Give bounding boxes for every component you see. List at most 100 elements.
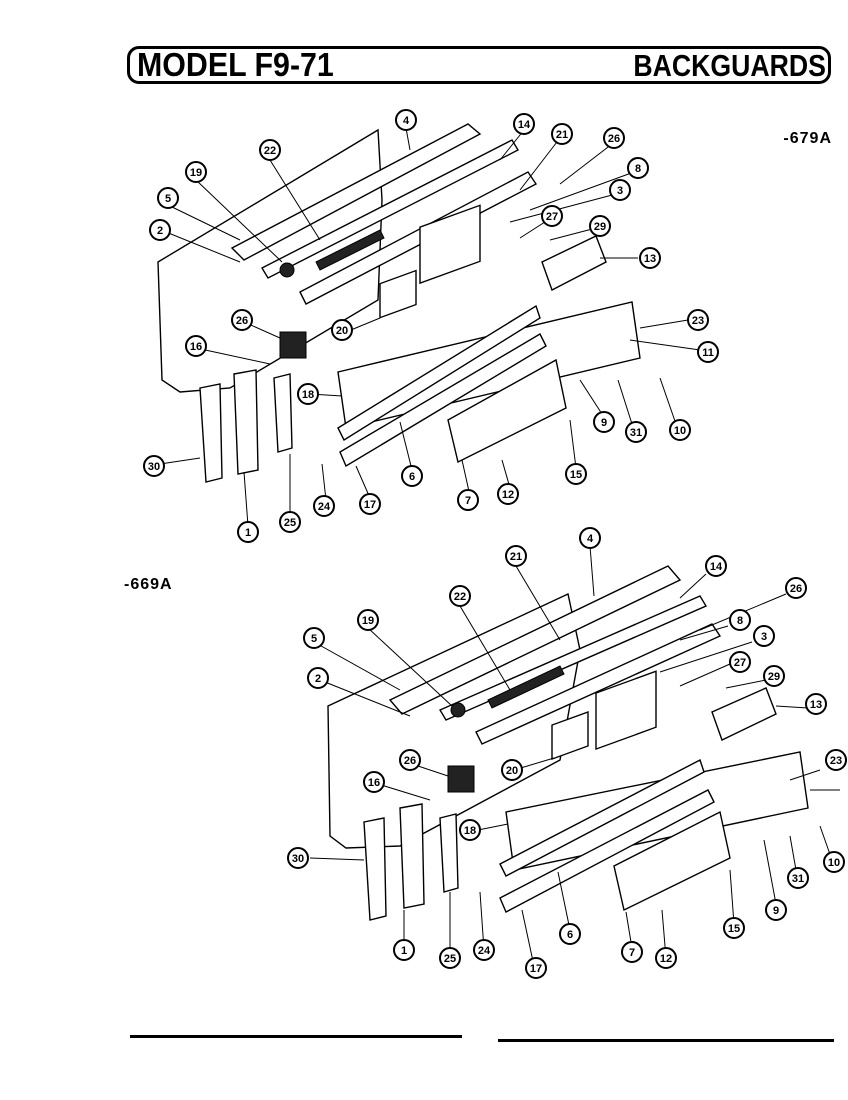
- trim-strip-bottom: [499, 759, 705, 877]
- variant-label-top: -679A: [783, 130, 832, 147]
- callout-4-top: 4: [395, 109, 417, 131]
- callout-26b-bottom: 26: [399, 749, 421, 771]
- switch-20-bottom: [551, 711, 589, 761]
- svg-text:30: 30: [148, 461, 160, 473]
- panel-7-top: [447, 358, 567, 464]
- bottom-assembly: [309, 545, 840, 967]
- callout-17-bottom: 17: [525, 957, 547, 979]
- svg-text:26: 26: [608, 133, 620, 145]
- callout-19-bottom: 19: [357, 609, 379, 631]
- callout-30-top: 30: [143, 455, 165, 477]
- lower-bar-bottom: [499, 789, 715, 913]
- callout-15-bottom: 15: [723, 917, 745, 939]
- top-trim-top: [230, 123, 482, 261]
- rail-top: [299, 171, 538, 305]
- callout-10-bottom: 10: [823, 851, 845, 873]
- callout-12-top: 12: [497, 483, 519, 505]
- svg-text:5: 5: [165, 193, 171, 205]
- svg-text:31: 31: [630, 427, 642, 439]
- callout-25-bottom: 25: [439, 947, 461, 969]
- switch-20-top: [379, 269, 417, 319]
- callout-22-bottom: 22: [449, 585, 471, 607]
- svg-text:18: 18: [302, 389, 314, 401]
- svg-text:12: 12: [502, 489, 514, 501]
- module-13-top: [541, 235, 607, 291]
- bracket-1-bottom: [399, 803, 425, 909]
- svg-text:14: 14: [518, 119, 531, 131]
- svg-text:23: 23: [830, 755, 842, 767]
- callout-6-top: 6: [401, 465, 423, 487]
- svg-text:30: 30: [292, 853, 304, 865]
- callout-1-bottom: 1: [393, 939, 415, 961]
- svg-text:23: 23: [692, 315, 704, 327]
- bracket-30-top: [199, 383, 223, 483]
- callout-29-bottom: 29: [763, 665, 785, 687]
- callout-31-bottom: 31: [787, 867, 809, 889]
- callout-26-bottom: 26: [785, 577, 807, 599]
- top-trim-bottom: [388, 565, 682, 715]
- callout-21-bottom: 21: [505, 545, 527, 567]
- callout-20-bottom: 20: [501, 759, 523, 781]
- svg-text:2: 2: [157, 225, 163, 237]
- callout-27-bottom: 27: [729, 651, 751, 673]
- svg-text:3: 3: [761, 631, 767, 643]
- svg-text:27: 27: [734, 657, 746, 669]
- callout-5-top: 5: [157, 187, 179, 209]
- knob-19-top: [279, 262, 295, 278]
- svg-text:8: 8: [635, 163, 641, 175]
- svg-text:22: 22: [454, 591, 466, 603]
- svg-text:7: 7: [629, 947, 635, 959]
- variant-label-bottom: -669A: [124, 576, 173, 593]
- callout-13-top: 13: [639, 247, 661, 269]
- tube-top: [261, 139, 519, 279]
- svg-text:24: 24: [318, 501, 331, 513]
- svg-text:24: 24: [478, 945, 491, 957]
- callout-26-top: 26: [603, 127, 625, 149]
- module-13-bottom: [711, 687, 777, 741]
- svg-text:22: 22: [264, 145, 276, 157]
- svg-text:26: 26: [790, 583, 802, 595]
- callout-26b-top: 26: [231, 309, 253, 331]
- svg-text:4: 4: [587, 533, 594, 545]
- callout-8-bottom: 8: [729, 609, 751, 631]
- callouts-bottom: 4 21 14 26 8 3 27 29 13 22 19 5 2 26 16 …: [287, 527, 847, 979]
- knob-19-bottom: [450, 702, 466, 718]
- svg-text:15: 15: [570, 469, 582, 481]
- svg-text:25: 25: [284, 517, 296, 529]
- svg-text:29: 29: [768, 671, 780, 683]
- svg-text:27: 27: [546, 211, 558, 223]
- callout-5-bottom: 5: [303, 627, 325, 649]
- bracket-1-top: [233, 369, 259, 475]
- callout-11-top: 11: [697, 341, 719, 363]
- clock-housing-top: [419, 204, 481, 285]
- tube-bottom: [438, 595, 708, 721]
- svg-text:14: 14: [710, 561, 723, 573]
- callout-16-bottom: 16: [363, 771, 385, 793]
- svg-text:16: 16: [190, 341, 202, 353]
- svg-text:15: 15: [728, 923, 740, 935]
- svg-text:2: 2: [315, 673, 321, 685]
- svg-text:1: 1: [245, 527, 251, 539]
- svg-text:7: 7: [465, 495, 471, 507]
- svg-text:8: 8: [737, 615, 743, 627]
- svg-text:6: 6: [567, 929, 573, 941]
- clock-housing-bottom: [595, 670, 657, 751]
- callout-18-bottom: 18: [459, 819, 481, 841]
- bracket-25-bottom: [439, 813, 459, 893]
- footer-rule-right: [498, 1039, 834, 1042]
- svg-text:11: 11: [702, 347, 714, 359]
- callout-2-top: 2: [149, 219, 171, 241]
- callout-31-top: 31: [625, 421, 647, 443]
- svg-text:9: 9: [601, 417, 607, 429]
- svg-text:1: 1: [401, 945, 407, 957]
- callout-15-top: 15: [565, 463, 587, 485]
- svg-text:10: 10: [828, 857, 840, 869]
- callout-21-top: 21: [551, 123, 573, 145]
- svg-text:29: 29: [594, 221, 606, 233]
- header-frame: [127, 46, 831, 84]
- callout-16-top: 16: [185, 335, 207, 357]
- trim-strip-top: [337, 304, 541, 442]
- callout-12-bottom: 12: [655, 947, 677, 969]
- svg-text:17: 17: [364, 499, 376, 511]
